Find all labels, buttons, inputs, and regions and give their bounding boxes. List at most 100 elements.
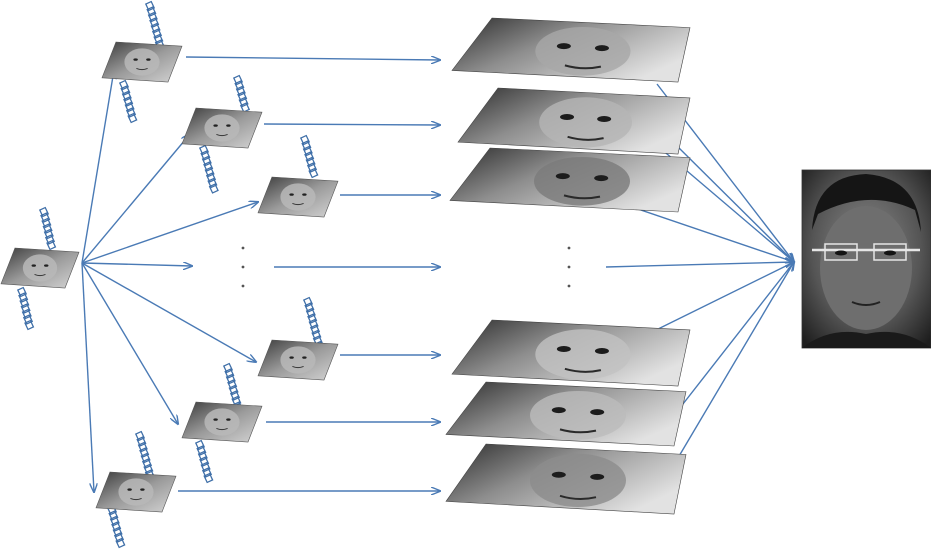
face-plane-mouth [564,367,602,373]
chain-icon [232,74,251,113]
chain-link [197,450,208,462]
face-plane-eye [590,473,605,480]
chain-link [302,296,314,308]
chain-link [38,206,50,218]
face-thumb-eye [140,488,145,491]
face-thumbnail-icon [101,41,183,83]
face-thumb-eye [213,124,218,127]
chain-link [196,445,207,456]
face-plane-eye [597,116,612,123]
ellipsis-dot [241,265,245,269]
face-thumb-mouth [292,202,304,206]
chain-icon [194,439,214,484]
chain-link [239,102,251,113]
face-plane-eye [556,346,571,353]
face-thumbnail-icon [257,339,339,381]
chain-link [203,161,214,172]
arrow [81,202,258,264]
face-thumb-mouth [216,427,228,431]
chain-link [18,292,29,303]
face-thumb-mouth [136,67,148,71]
chain-icon [38,206,57,251]
portrait-shoulders [802,331,931,348]
chain-icon [299,134,319,179]
chain-icon [16,286,35,331]
face-plane-icon [457,87,691,155]
arrow [671,262,794,469]
arrow [263,124,440,125]
chain-link [150,22,161,34]
chain-link [22,314,34,325]
chain-link [136,436,147,447]
chain-link [21,308,32,320]
ellipsis-dot [567,265,571,269]
ellipsis-layer [241,246,571,288]
chain-link [120,85,131,96]
chain-link [301,140,312,151]
chain-link [198,144,210,156]
face-thumbnail-icon [257,176,339,218]
face-plane-head [530,390,626,440]
face-plane-icon [451,319,691,387]
chain-link [311,329,322,341]
chain-link [151,28,163,39]
arrow [81,134,190,264]
face-plane-mouth [567,135,604,141]
arrow [185,57,440,60]
face-plane-eye [594,348,609,355]
result-portrait [801,169,931,349]
chain-link [113,532,125,543]
chain-link [109,515,120,527]
chain-link [41,217,52,229]
chain-link [307,313,318,324]
ellipsis-dot [241,246,245,250]
face-thumbnail-icon [95,471,177,513]
chain-link [194,439,206,451]
chain-icon [118,79,138,124]
chain-link [44,234,56,245]
face-plane-head [530,453,626,507]
face-thumb-mouth [292,365,304,369]
face-thumb-eye [127,488,132,491]
chain-link [308,318,319,330]
face-thumb-eye [289,356,294,359]
chain-link [304,302,315,313]
chain-link [127,112,138,124]
chain-link [121,90,132,102]
face-thumb-mouth [216,133,228,137]
face-plane-eye [560,114,575,121]
face-thumb-head [22,254,58,282]
chain-link [141,458,153,469]
faces-layer [0,41,339,513]
chain-link [235,85,246,97]
face-thumb-head [118,478,154,506]
portrait-glasses-lens [873,243,907,261]
chain-link [19,297,30,309]
chains-layer [16,0,325,549]
face-thumb-mouth [34,273,46,277]
arrow [81,262,256,362]
chain-link [306,162,318,173]
chain-link [237,91,248,102]
arrow [651,262,794,333]
chain-link [205,172,217,183]
arrows-layer [81,57,794,492]
chain-link [227,379,238,390]
chain-link [229,390,241,401]
chain-link [299,134,311,146]
face-plane-head [535,26,631,76]
chain-link [305,307,316,319]
face-thumb-eye [289,193,294,196]
chain-link [108,510,119,521]
chain-link [115,537,126,549]
face-plane-eye [590,409,605,416]
arrow [671,262,794,419]
chain-link [134,430,146,442]
ellipsis-dot [241,284,245,288]
portrait-eye [884,250,896,256]
portrait-hair [812,174,921,232]
chain-link [118,79,130,91]
face-thumbnail-icon [181,401,263,443]
face-thumb-head [280,346,316,374]
arrow [605,262,794,268]
